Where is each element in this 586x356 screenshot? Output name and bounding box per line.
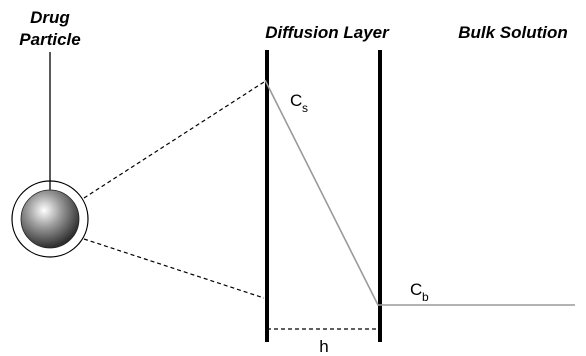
particle-outer-ring (11, 180, 89, 258)
bulk-solution-label: Bulk Solution (458, 23, 568, 42)
drug-particle-label-line2: Particle (19, 30, 80, 49)
drug-particle-label-line1: Drug (30, 8, 70, 27)
cb-label: C b (410, 280, 429, 304)
diffusion-layer-label: Diffusion Layer (265, 23, 390, 42)
cs-label: C s (290, 91, 308, 115)
cb-label-sub: b (422, 290, 429, 304)
drug-particle-label: Drug Particle (19, 8, 80, 49)
cs-label-sub: s (302, 101, 308, 115)
projection-line-top (83, 81, 265, 199)
projection-line-bottom (83, 238, 265, 299)
cs-label-main: C (290, 91, 302, 110)
thickness-label: h (319, 337, 328, 356)
drug-particle-sphere (20, 189, 80, 249)
cb-label-main: C (410, 280, 422, 299)
concentration-profile (264, 79, 575, 306)
